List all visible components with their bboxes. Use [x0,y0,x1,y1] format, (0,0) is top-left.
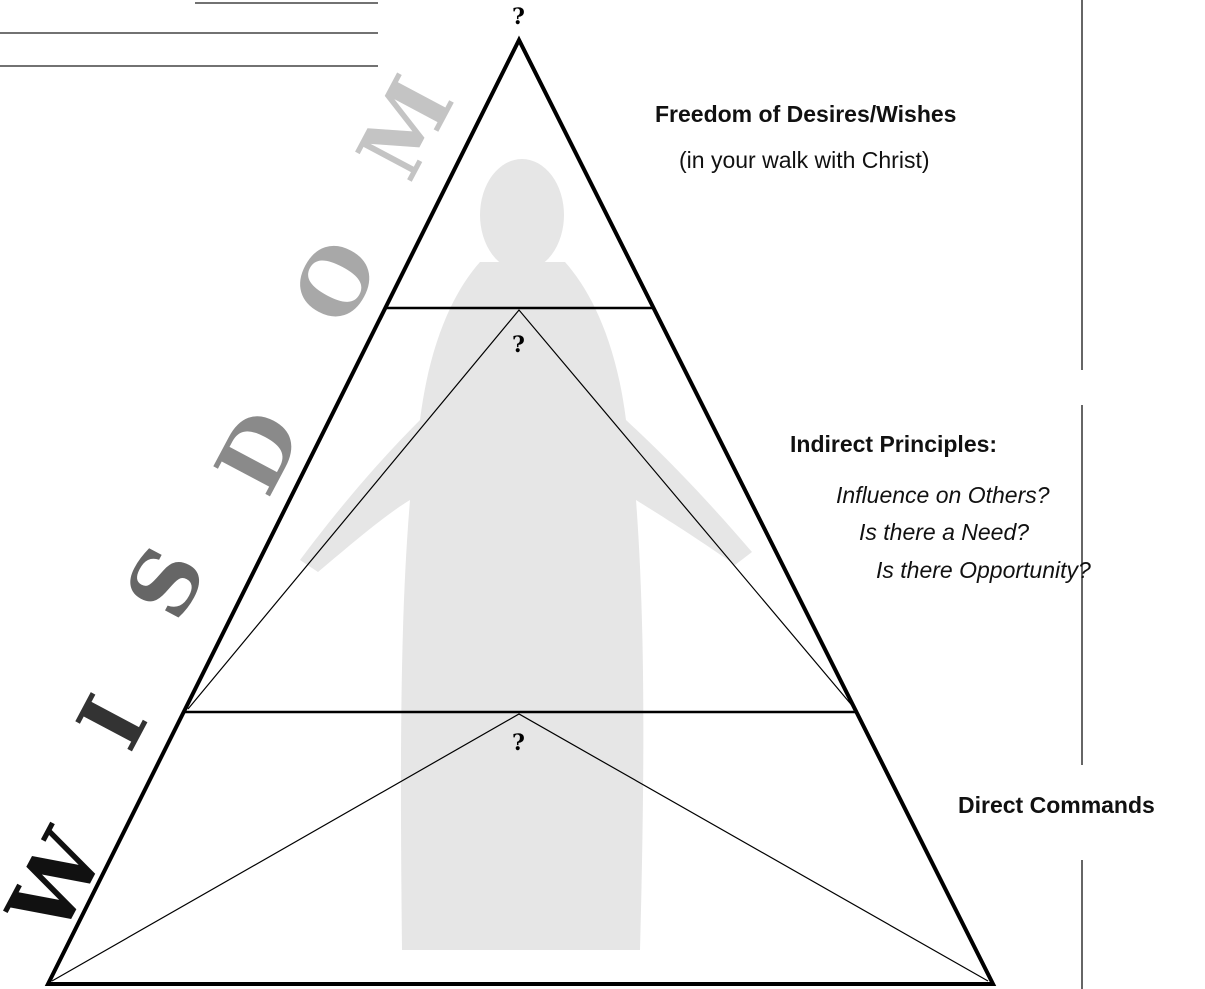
level-middle-item: Influence on Others? [836,482,1050,508]
level-bottom-title: Direct Commands [958,792,1155,818]
apex-question-middle: ? [512,332,525,358]
outer-triangle [44,35,997,986]
wisdom-letter-w: W [0,813,125,951]
header-rule-lines [0,2,378,67]
bottom-inner-triangle [51,713,989,982]
level-middle-item: Is there Opportunity? [876,557,1091,583]
apex-question-bottom: ? [512,730,525,756]
level-middle-item: Is there a Need? [859,519,1030,545]
pyramid [44,35,997,986]
apex-question-top: ? [512,4,525,30]
level-top-subtitle: (in your walk with Christ) [679,147,930,173]
middle-inner-triangle [187,309,856,710]
level-top-title: Freedom of Desires/Wishes [655,101,957,127]
level-middle-title: Indirect Principles: [790,431,998,457]
wisdom-letter-o: O [272,223,400,340]
wisdom-letter-i: I [57,680,168,765]
wisdom-letter-d: D [195,394,323,510]
wisdom-letter-s: S [105,530,227,635]
figure-silhouette [300,159,752,950]
